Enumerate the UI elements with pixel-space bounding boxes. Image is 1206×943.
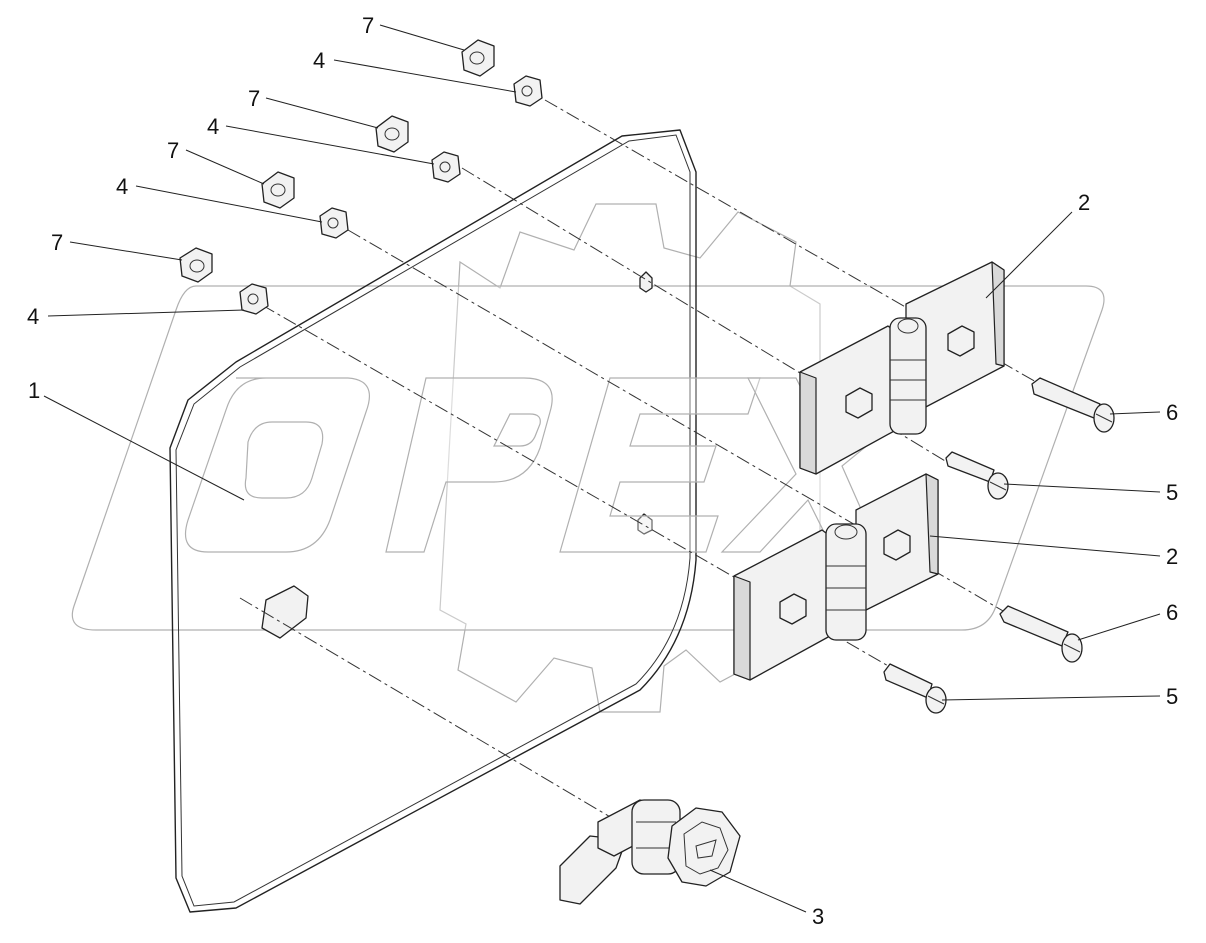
panel-hex-hole-upper [639, 271, 653, 293]
hinge-upper [799, 261, 1005, 475]
screw-long-upper [1031, 377, 1115, 433]
callout-label: 7 [51, 230, 63, 255]
nut-2 [375, 115, 409, 153]
screw-short-lower [883, 663, 947, 714]
callout-label: 7 [167, 138, 179, 163]
callout-label: 4 [116, 174, 128, 199]
callout-label: 3 [812, 904, 824, 929]
nut-top [461, 39, 495, 77]
callout-label: 6 [1166, 600, 1178, 625]
washer-top [513, 75, 543, 107]
washer-4 [239, 283, 269, 315]
screw-short-upper [945, 451, 1009, 500]
callout-label: 7 [248, 86, 260, 111]
washer-2 [431, 151, 461, 183]
callout-label: 2 [1166, 544, 1178, 569]
callout-label: 4 [313, 48, 325, 73]
nut-3 [261, 171, 295, 209]
callout-label: 5 [1166, 684, 1178, 709]
callout-label: 6 [1166, 400, 1178, 425]
nut-4 [179, 247, 213, 283]
screw-long-lower [999, 605, 1083, 663]
leader-lines [43, 24, 1161, 913]
cam-lock [559, 799, 741, 905]
callout-label: 2 [1078, 190, 1090, 215]
panel-hex-hole-lock [261, 585, 309, 639]
callout-labels: 7 4 7 4 7 4 7 4 1 2 6 5 2 6 5 3 [27, 13, 1178, 929]
callout-label: 7 [362, 13, 374, 38]
washer-3 [319, 207, 349, 239]
hinge-lower [733, 473, 939, 681]
door-panel [169, 129, 697, 913]
callout-label: 4 [207, 114, 219, 139]
callout-label: 5 [1166, 480, 1178, 505]
callout-label: 1 [28, 378, 40, 403]
callout-label: 4 [27, 304, 39, 329]
